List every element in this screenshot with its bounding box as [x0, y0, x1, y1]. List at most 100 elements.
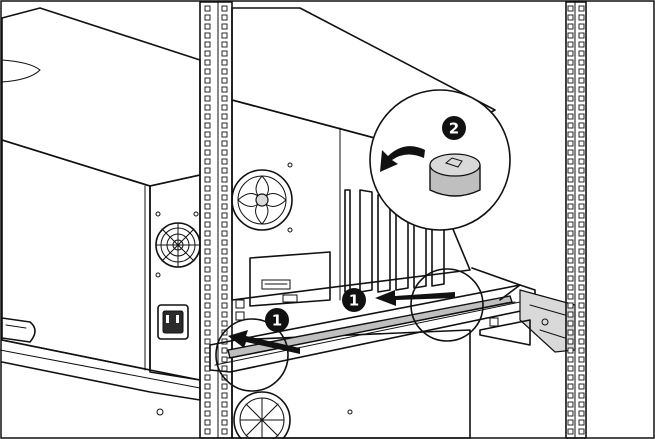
rack-hole: [222, 357, 227, 362]
rack-hole: [568, 240, 573, 245]
rack-hole: [222, 96, 227, 101]
rack-hole: [579, 132, 584, 137]
rack-hole: [205, 51, 210, 56]
rack-hole: [222, 87, 227, 92]
rack-hole: [568, 420, 573, 425]
rack-hole: [568, 249, 573, 254]
rack-hole: [579, 330, 584, 335]
rack-hole: [579, 186, 584, 191]
rack-hole: [568, 321, 573, 326]
rack-hole: [205, 87, 210, 92]
rack-hole: [222, 249, 227, 254]
rack-hole: [205, 141, 210, 146]
rack-hole: [579, 105, 584, 110]
rack-hole: [222, 276, 227, 281]
rack-hole: [579, 357, 584, 362]
rack-hole: [568, 222, 573, 227]
rack-hole: [579, 6, 584, 11]
rack-hole: [205, 69, 210, 74]
rack-hole: [222, 105, 227, 110]
rack-hole: [205, 312, 210, 317]
callout-step-1-left: 1: [265, 308, 289, 332]
rack-hole: [205, 24, 210, 29]
rack-hole: [568, 231, 573, 236]
rack-hole: [568, 6, 573, 11]
rack-hole: [222, 195, 227, 200]
rack-hole: [579, 402, 584, 407]
rack-hole: [579, 258, 584, 263]
rack-hole: [222, 114, 227, 119]
rack-hole: [222, 321, 227, 326]
rack-hole: [579, 141, 584, 146]
rack-hole: [568, 96, 573, 101]
rack-hole: [222, 177, 227, 182]
rack-hole: [205, 204, 210, 209]
rack-hole: [205, 177, 210, 182]
rack-hole: [568, 195, 573, 200]
rack-hole: [568, 141, 573, 146]
rack-hole: [568, 375, 573, 380]
rack-hole: [579, 15, 584, 20]
rack-hole: [579, 24, 584, 29]
rack-hole: [579, 60, 584, 65]
rack-hole: [205, 222, 210, 227]
rack-hole: [222, 294, 227, 299]
rack-hole: [568, 267, 573, 272]
rack-hole: [222, 285, 227, 290]
rack-hole: [205, 105, 210, 110]
rack-hole: [568, 87, 573, 92]
rack-hole: [222, 240, 227, 245]
rack-hole: [222, 168, 227, 173]
rack-hole: [222, 51, 227, 56]
rack-hole: [205, 276, 210, 281]
rack-hole: [205, 321, 210, 326]
rack-hole: [222, 141, 227, 146]
rack-hole: [205, 375, 210, 380]
rack-hole: [568, 339, 573, 344]
rack-hole: [205, 114, 210, 119]
rack-hole: [568, 303, 573, 308]
rack-hole: [205, 60, 210, 65]
rack-hole: [568, 105, 573, 110]
rack-hole: [568, 429, 573, 434]
rack-hole: [579, 294, 584, 299]
rack-hole: [579, 159, 584, 164]
rack-hole: [205, 96, 210, 101]
rack-hole: [222, 24, 227, 29]
rack-hole: [568, 159, 573, 164]
rack-hole: [205, 195, 210, 200]
rack-hole: [568, 312, 573, 317]
rack-hole: [568, 411, 573, 416]
rack-hole: [205, 285, 210, 290]
rack-hole: [568, 51, 573, 56]
rack-hole: [222, 303, 227, 308]
rack-hole: [222, 384, 227, 389]
rack-hole: [579, 393, 584, 398]
rack-hole: [205, 168, 210, 173]
rack-hole: [568, 114, 573, 119]
rack-hole: [222, 42, 227, 47]
rack-hole: [579, 222, 584, 227]
rack-hole: [579, 204, 584, 209]
rack-hole: [568, 60, 573, 65]
rack-hole: [222, 33, 227, 38]
rack-hole: [579, 384, 584, 389]
rack-hole: [222, 231, 227, 236]
rack-hole: [568, 24, 573, 29]
rack-hole: [568, 168, 573, 173]
rack-hole: [568, 366, 573, 371]
rack-hole: [568, 204, 573, 209]
rack-hole: [222, 150, 227, 155]
rack-hole: [568, 150, 573, 155]
rack-hole: [579, 177, 584, 182]
rack-hole: [579, 429, 584, 434]
rack-hole: [205, 420, 210, 425]
rack-hole: [222, 267, 227, 272]
rack-hole: [579, 78, 584, 83]
rack-hole: [222, 258, 227, 263]
rack-hole: [568, 69, 573, 74]
rack-hole: [568, 276, 573, 281]
rack-hole: [579, 366, 584, 371]
